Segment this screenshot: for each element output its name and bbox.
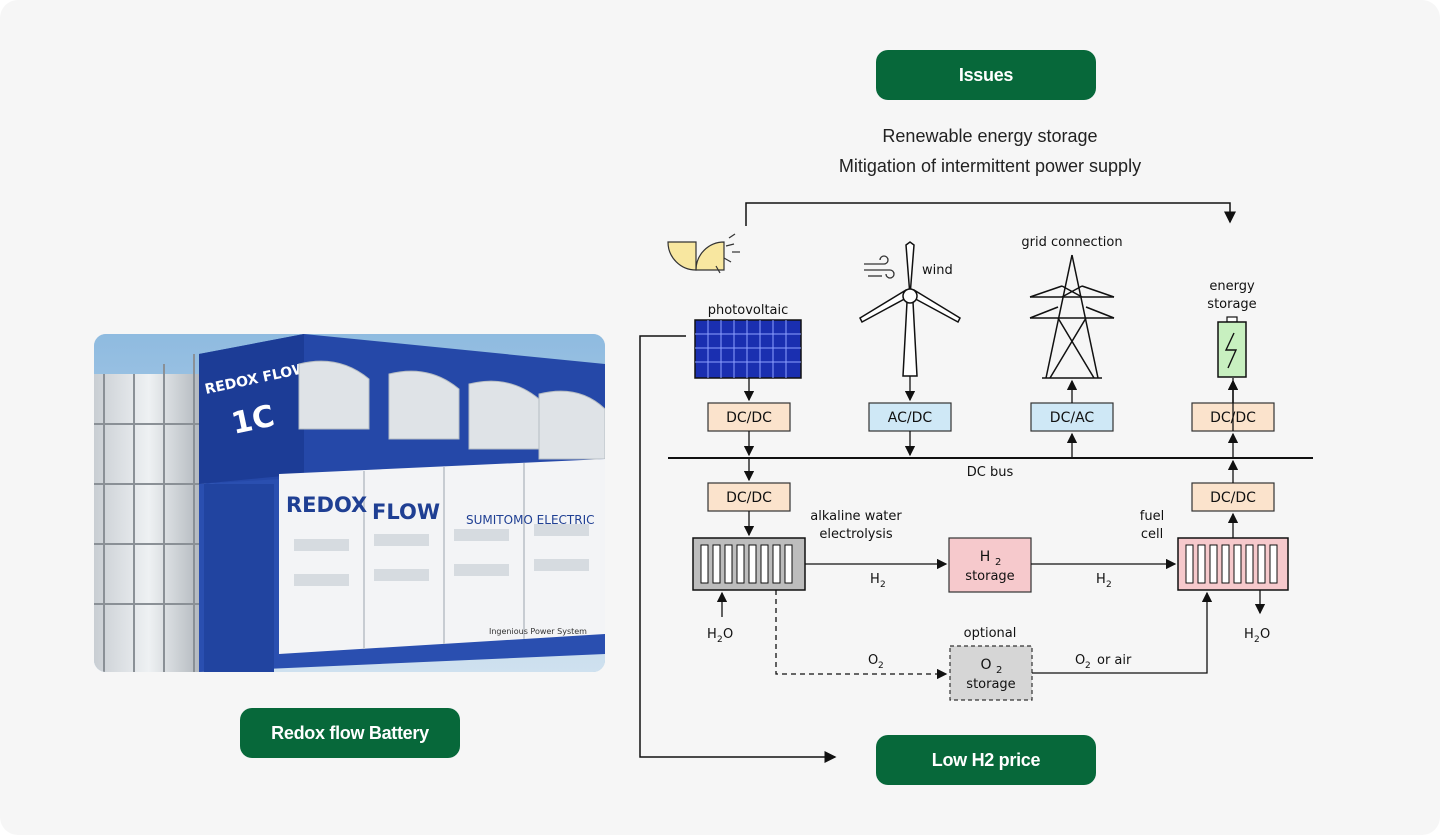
alkaline-label-2: electrolysis	[819, 527, 893, 542]
svg-text:O: O	[1075, 653, 1085, 668]
o2-air-label: or air	[1097, 653, 1132, 668]
roof-sign-line2: 1C	[228, 399, 277, 442]
svg-text:storage: storage	[966, 677, 1015, 692]
wind-label: wind	[922, 263, 953, 278]
h2o-out-label: H	[1244, 627, 1254, 642]
svg-text:2: 2	[996, 665, 1002, 676]
grid-dcac-converter: DC/AC	[1030, 402, 1114, 432]
fuelcell-dcdc-converter: DC/DC	[1191, 482, 1275, 512]
o2-storage-box: O 2 storage	[949, 645, 1033, 701]
redox-flow-battery-badge: Redox flow Battery	[240, 708, 460, 758]
alkaline-label-1: alkaline water	[810, 509, 902, 524]
svg-text:O: O	[1260, 627, 1270, 642]
svg-text:2: 2	[1106, 580, 1112, 590]
svg-text:DC/AC: DC/AC	[1050, 410, 1095, 426]
h2-flow-label-left: H	[870, 572, 880, 587]
o2-flow-label: O	[868, 653, 878, 668]
svg-text:2: 2	[1254, 635, 1260, 645]
svg-text:2: 2	[1085, 661, 1091, 671]
svg-text:2: 2	[878, 661, 884, 671]
solar-panel-icon	[694, 319, 802, 379]
tagline-label: Ingenious Power System	[489, 627, 587, 636]
svg-text:H: H	[980, 549, 991, 565]
issues-bracket-connector	[745, 202, 1236, 226]
energy-storage-label-2: storage	[1207, 297, 1256, 312]
battery-icon	[1217, 316, 1247, 378]
panel-title-right: FLOW	[372, 500, 440, 524]
issues-line-1: Renewable energy storage	[882, 126, 1098, 146]
h2-storage-box: H 2 storage	[948, 537, 1032, 593]
svg-text:AC/DC: AC/DC	[888, 410, 933, 426]
issues-badge: Issues	[876, 50, 1096, 100]
electrolysis-dcdc-converter: DC/DC	[707, 482, 791, 512]
energy-storage-label-1: energy	[1209, 279, 1255, 294]
brand-label: SUMITOMO ELECTRIC	[466, 513, 595, 527]
svg-text:DC/DC: DC/DC	[1210, 490, 1256, 506]
electrolyzer-icon	[692, 537, 806, 591]
h2-flow-label-right: H	[1096, 572, 1106, 587]
wind-turbine-icon	[859, 241, 961, 377]
sun-icon	[667, 233, 740, 274]
svg-text:2: 2	[717, 635, 723, 645]
issues-line-2: Mitigation of intermittent power supply	[838, 156, 1142, 176]
svg-text:DC/DC: DC/DC	[726, 490, 772, 506]
fuel-cell-label-2: cell	[1141, 527, 1163, 542]
redox-flow-battery-photo: REDOX FLOW 1C	[94, 334, 605, 672]
fuel-cell-icon	[1177, 537, 1289, 591]
svg-text:2: 2	[995, 557, 1001, 568]
svg-text:2: 2	[880, 580, 886, 590]
wind-acdc-converter: AC/DC	[868, 402, 952, 432]
svg-text:O: O	[980, 657, 991, 673]
h2o-in-label: H	[707, 627, 717, 642]
o2-air-connector	[1032, 591, 1213, 674]
fuel-cell-label-1: fuel	[1140, 509, 1164, 524]
panel-title-left: REDOX	[286, 493, 367, 517]
svg-text:O: O	[723, 627, 733, 642]
photovoltaic-label: photovoltaic	[708, 303, 789, 318]
o2-dashed-connector	[775, 590, 948, 680]
power-pylon-icon	[1029, 254, 1115, 379]
low-h2-price-badge: Low H2 price	[876, 735, 1096, 785]
wind-gust-icon	[864, 255, 895, 279]
battery-container-illustration: REDOX FLOW 1C	[94, 334, 605, 672]
grid-connection-label: grid connection	[1021, 235, 1122, 250]
svg-text:DC/DC: DC/DC	[726, 410, 772, 426]
svg-text:storage: storage	[965, 569, 1014, 584]
dc-bus-label: DC bus	[967, 465, 1014, 480]
optional-label: optional	[964, 626, 1017, 641]
low-h2-bracket-connector	[639, 335, 837, 763]
pv-dcdc-converter: DC/DC	[707, 402, 791, 432]
